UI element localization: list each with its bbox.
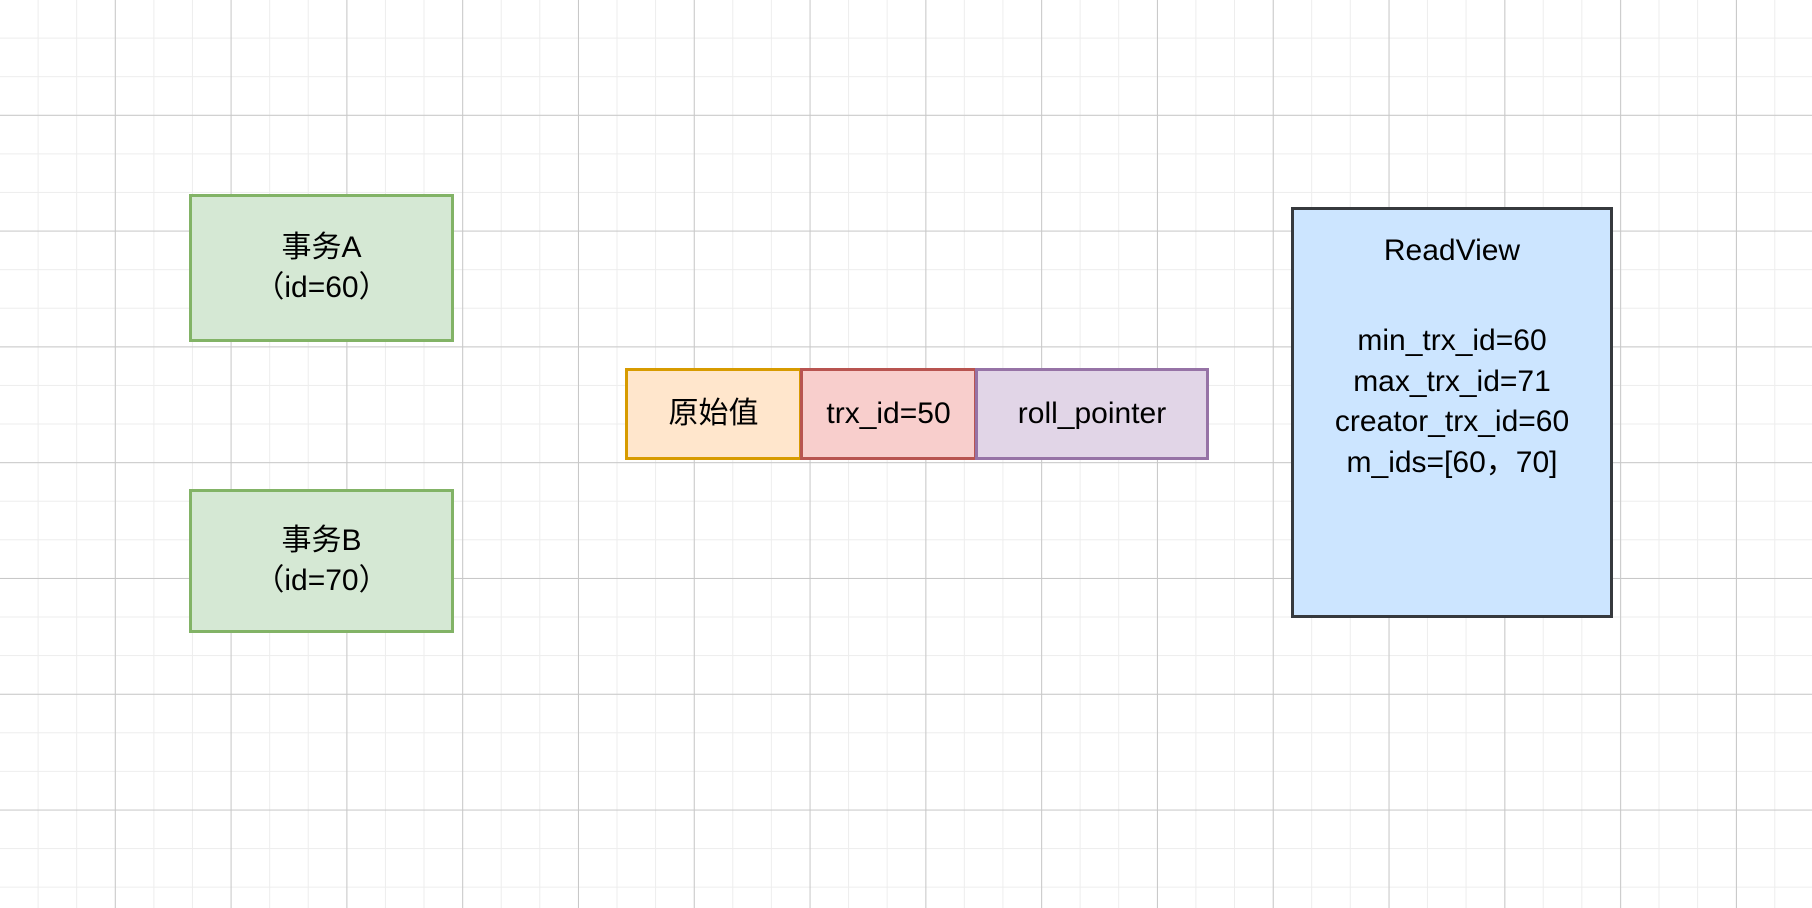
record-segment-roll-pointer[interactable]: roll_pointer [975, 368, 1209, 460]
record-segment-trx-id-label: trx_id=50 [826, 396, 951, 430]
readview-min-trx-id: min_trx_id=60 [1357, 324, 1547, 358]
transaction-b-box[interactable]: 事务B （id=70） [189, 489, 454, 633]
transaction-a-box[interactable]: 事务A （id=60） [189, 194, 454, 342]
readview-title: ReadView [1383, 234, 1521, 267]
readview-attribute-list: min_trx_id=60 max_trx_id=71 creator_trx_… [1335, 322, 1569, 484]
transaction-b-title: 事务B [281, 523, 362, 557]
readview-m-ids: m_ids=[60，70] [1346, 445, 1558, 479]
record-segment-original-value[interactable]: 原始值 [625, 368, 802, 460]
record-segment-original-value-label: 原始值 [668, 396, 759, 430]
transaction-a-id: （id=60） [254, 271, 389, 304]
record-segment-roll-pointer-label: roll_pointer [1017, 396, 1167, 430]
readview-creator-trx-id: creator_trx_id=60 [1334, 405, 1570, 439]
readview-box[interactable]: ReadView min_trx_id=60 max_trx_id=71 cre… [1291, 207, 1613, 618]
record-segment-trx-id[interactable]: trx_id=50 [800, 368, 977, 460]
readview-max-trx-id: max_trx_id=71 [1353, 364, 1551, 398]
transaction-a-title: 事务A [281, 230, 362, 264]
transaction-b-id: （id=70） [254, 564, 389, 597]
